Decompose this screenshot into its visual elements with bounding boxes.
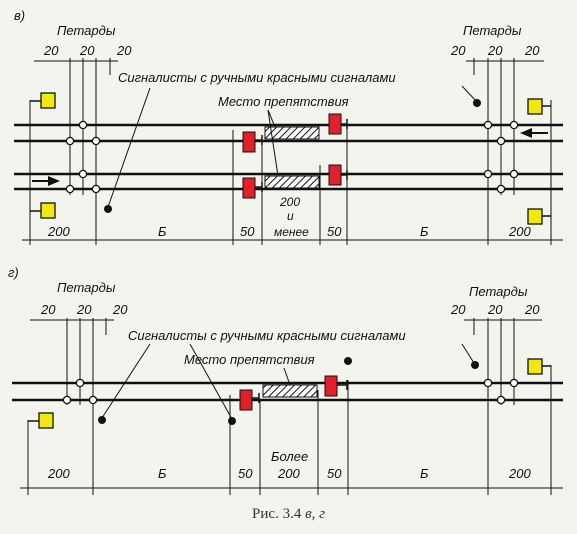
yellow-signal-icon (527, 98, 551, 115)
petards-label-left: Петарды (57, 23, 116, 38)
signalman-icon (344, 357, 352, 365)
panel-g-letter: г) (8, 265, 19, 280)
petard-icon (483, 120, 493, 130)
red-signal-icon (324, 375, 348, 397)
obstacle-zone (264, 126, 320, 140)
red-signal-icon (242, 177, 263, 199)
petard-spacing-label: 20 (76, 302, 92, 317)
dim-mid: Более (271, 449, 308, 464)
arrow-icon (520, 128, 548, 138)
petard-icon (496, 136, 506, 146)
signalmen-label: Сигналисты с ручными красными сигналами (118, 70, 396, 85)
track-lines (14, 123, 563, 191)
petard-spacing-label: 20 (450, 302, 466, 317)
red-signal-icon (328, 164, 348, 186)
dim-50: 50 (240, 224, 255, 239)
petard-icon (509, 169, 519, 179)
petard-icon (78, 169, 88, 179)
dim-50: 50 (327, 466, 342, 481)
signalman-icon (98, 416, 106, 424)
dim-200: 200 (508, 466, 531, 481)
yellow-signal-icon (28, 412, 54, 429)
petard-spacing-label: 20 (524, 302, 540, 317)
leader-lines (107, 85, 477, 208)
dim-mid: 200 (279, 195, 300, 209)
petard-icon (65, 184, 75, 194)
figure-caption: Рис. 3.4 в, г (0, 506, 577, 523)
petard-icon (75, 378, 85, 388)
petard-icon (509, 120, 519, 130)
signalman-icon (104, 205, 112, 213)
dim-mid: 200 (277, 466, 300, 481)
petard-icon (483, 378, 493, 388)
petards-label-right: Петарды (463, 23, 522, 38)
signalman-icon (473, 99, 481, 107)
signalmen-label: Сигналисты с ручными красными сигналами (128, 328, 406, 343)
signalman-icon (228, 417, 236, 425)
dim-b: Б (158, 466, 167, 481)
petard-spacing-label: 20 (450, 43, 466, 58)
petard-spacing-label: 20 (487, 302, 503, 317)
petard-icon (509, 378, 519, 388)
extension-lines (27, 318, 552, 495)
obstacle-zone (264, 175, 320, 189)
arrow-icon (32, 176, 60, 186)
petard-icon (483, 169, 493, 179)
petard-icon (91, 136, 101, 146)
petard-icon (88, 395, 98, 405)
red-signal-icon (242, 131, 263, 153)
dim-200: 200 (47, 224, 70, 239)
yellow-signal-icon (30, 202, 56, 219)
dim-b: Б (158, 224, 167, 239)
petard-icon (496, 184, 506, 194)
signalman-icon (471, 361, 479, 369)
red-signal-icon (239, 389, 260, 411)
petard-icon (62, 395, 72, 405)
dim-50: 50 (327, 224, 342, 239)
petards-label-left: Петарды (57, 280, 116, 295)
yellow-signal-icon (30, 92, 56, 109)
petard-spacing-label: 20 (40, 302, 56, 317)
petard-spacing-label: 20 (487, 43, 503, 58)
red-signal-icon (328, 113, 348, 135)
petard-spacing-label: 20 (116, 43, 132, 58)
obstacle-zone (262, 384, 318, 398)
yellow-signal-icon (527, 208, 551, 225)
dim-mid: менее (274, 225, 309, 239)
dim-50: 50 (238, 466, 253, 481)
petard-icon (65, 136, 75, 146)
dim-200: 200 (47, 466, 70, 481)
petard-icon (91, 184, 101, 194)
petard-spacing-label: 20 (79, 43, 95, 58)
track-lines (12, 381, 563, 402)
petard-icon (78, 120, 88, 130)
obstacle-label: Место препятствия (218, 94, 349, 109)
petards-label-right: Петарды (469, 284, 528, 299)
panel-g: г) Петарды Петарды 20 2 (8, 265, 563, 495)
dim-b: Б (420, 224, 429, 239)
panel-v: в) Пета (14, 8, 563, 245)
dim-200: 200 (508, 224, 531, 239)
yellow-signal-icon (527, 358, 551, 375)
petard-icon (496, 395, 506, 405)
dim-mid: и (287, 209, 294, 223)
caption-letters: в, г (305, 506, 325, 522)
leader-lines (101, 343, 475, 420)
petard-spacing-label: 20 (112, 302, 128, 317)
dim-b: Б (420, 466, 429, 481)
petard-spacing-label: 20 (43, 43, 59, 58)
panel-v-letter: в) (14, 8, 25, 23)
obstacle-label: Место препятствия (184, 352, 315, 367)
petard-spacing-label: 20 (524, 43, 540, 58)
caption-prefix: Рис. 3.4 (252, 506, 302, 522)
